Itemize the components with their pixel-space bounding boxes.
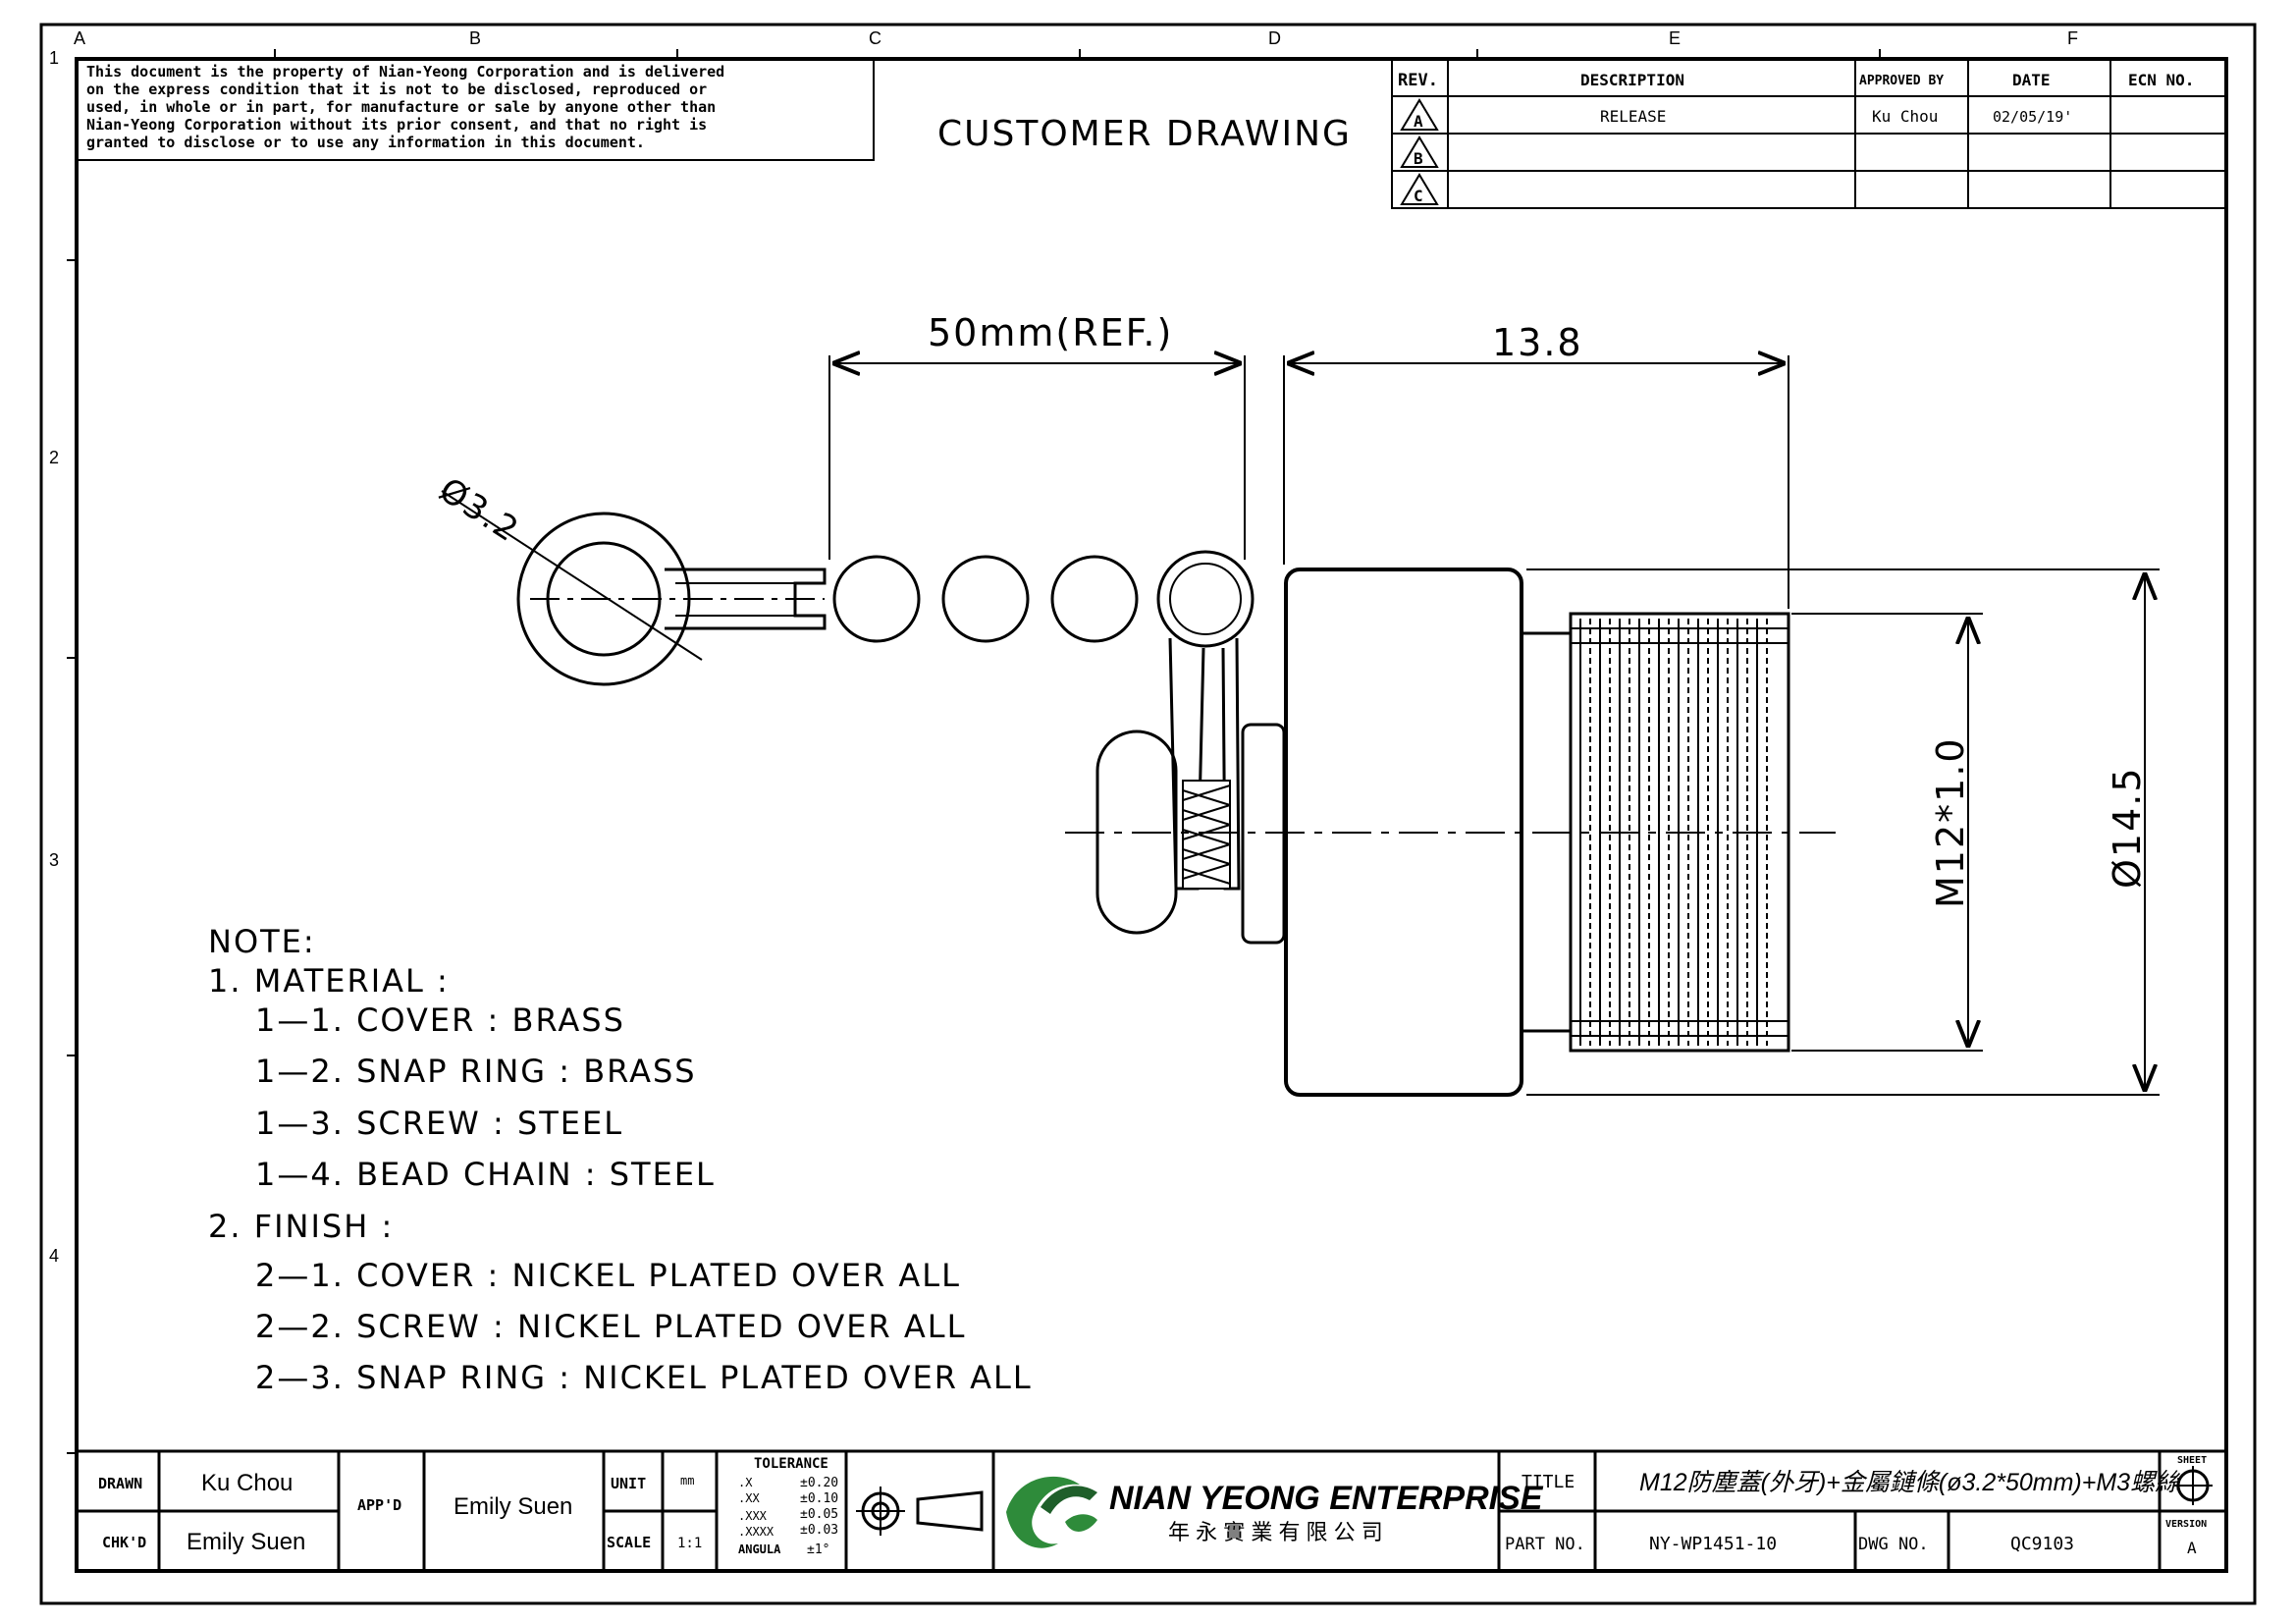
svg-text:±0.20: ±0.20 [800,1476,838,1490]
note-item: 1—2. SNAP RING : BRASS [255,1053,697,1090]
note-item: 2—3. SNAP RING : NICKEL PLATED OVER ALL [255,1359,1033,1396]
outer-border [39,23,2257,1605]
zone-row-3: 3 [49,850,59,870]
part-no-value: NY-WP1451-10 [1649,1534,1777,1554]
note-item: 1—3. SCREW : STEEL [255,1105,623,1142]
appd-value: Emily Suen [454,1493,572,1520]
svg-text:TOLERANCE: TOLERANCE [754,1456,828,1472]
svg-text:C: C [1414,187,1423,205]
note-item: 1—1. COVER : BRASS [255,1001,625,1039]
sheet-symbol-icon [2173,1466,2213,1505]
svg-text:A: A [1414,112,1423,131]
revision-table [1391,58,2227,209]
chkd-value: Emily Suen [187,1529,305,1555]
outer-diameter-label: Ø14.5 [2106,766,2149,889]
chain-clasp-outer [1156,550,1255,648]
date-header: DATE [2012,71,2051,89]
svg-text:ANGULA: ANGULA [738,1542,781,1556]
drawing-title: CUSTOMER DRAWING [937,114,1352,154]
rev-a-description: RELEASE [1600,107,1666,126]
company-name: NIAN YEONG ENTERPRISE [1109,1480,1544,1517]
dwg-no-value: QC9103 [2010,1534,2074,1554]
zone-row-4: 4 [49,1246,59,1266]
svg-text:.XXX: .XXX [738,1509,768,1523]
svg-text:±0.10: ±0.10 [800,1491,838,1506]
svg-text:±0.03: ±0.03 [800,1523,838,1538]
version-label: VERSION [2165,1519,2207,1530]
approved-by-header: APPROVED BY [1859,74,1944,88]
chain-bead-2 [941,555,1030,643]
rev-a-approved: Ku Chou [1872,107,1938,126]
zone-ticks [67,49,1881,1454]
svg-text:This document is the property: This document is the property of Nian-Ye… [86,63,724,81]
version-value: A [2187,1539,2197,1557]
svg-text:.X: .X [738,1476,753,1489]
ecn-header: ECN NO. [2128,71,2194,89]
notes-block: NOTE: 1. MATERIAL : 1—1. COVER : BRASS 1… [208,923,1033,1396]
appd-label: APP'D [357,1496,401,1514]
zone-col-c: C [869,28,881,48]
rev-a-date: 02/05/19' [1993,108,2072,126]
title-label: TITLE [1522,1472,1575,1492]
svg-text:B: B [1414,149,1423,168]
title-block [77,1449,2226,1571]
chain-clasp-inner [1169,563,1242,635]
svg-text:granted to disclose or to use: granted to disclose or to use any inform… [86,134,645,151]
unit-label: UNIT [611,1475,646,1492]
chain-length-label: 50mm(REF.) [928,311,1173,354]
dwg-no-label: DWG NO. [1858,1535,1929,1554]
zone-col-e: E [1669,28,1681,48]
svg-text:on the express condition tha: on the express condition that it is not … [86,81,707,98]
rev-b-triangle: B [1400,135,1439,168]
disclaimer-text: This document is the property of Nian-Ye… [86,63,724,151]
drawn-value: Ku Chou [201,1470,293,1496]
disclaimer-box [76,58,875,161]
zone-col-b: B [469,28,481,48]
ring-diameter-label: Ø3.2 [432,470,526,551]
svg-text:used, in whole or in part, for: used, in whole or in part, for manufactu… [86,98,716,116]
part-no-label: PART NO. [1505,1535,1585,1554]
scale-label: SCALE [607,1534,651,1551]
svg-text:Nian-Yeong Corporation without: Nian-Yeong Corporation without its prior… [86,116,707,134]
note-item: 1—4. BEAD CHAIN : STEEL [255,1156,716,1193]
zone-col-d: D [1268,28,1281,48]
part-drawing: Ø3.2 [432,311,2160,1097]
inner-border [75,57,2228,1573]
chain-bead-3 [1050,555,1139,643]
zone-col-a: A [74,28,85,48]
svg-text:.XXXX: .XXXX [738,1525,774,1539]
title-value: M12防塵蓋(外牙)+金屬鏈條(ø3.2*50mm)+M3螺絲 [1639,1469,2180,1496]
drawn-label: DRAWN [98,1475,142,1492]
notes-header: NOTE: [208,923,316,960]
zone-row-2: 2 [49,448,59,467]
zone-row-1: 1 [49,48,59,68]
svg-text:.XX: .XX [738,1491,760,1505]
chain-bead-1 [832,555,921,643]
description-header: DESCRIPTION [1580,71,1684,89]
thread-label: M12*1.0 [1929,736,1972,908]
sheet-label: SHEET [2177,1455,2207,1466]
rev-c-triangle: C [1400,173,1439,205]
screw-thread [1182,780,1231,890]
note-item: 2—2. SCREW : NICKEL PLATED OVER ALL [255,1308,966,1345]
note-item: 1. MATERIAL : [208,962,450,1000]
company-logo-icon [1006,1476,1097,1548]
note-item: 2. FINISH : [208,1208,394,1245]
note-item: 2—1. COVER : NICKEL PLATED OVER ALL [255,1257,961,1294]
tolerance-block: TOLERANCE .X ±0.20 .XX ±0.10 .XXX ±0.05 … [738,1456,838,1557]
svg-text:±1°: ±1° [807,1542,829,1557]
chkd-label: CHK'D [102,1534,146,1551]
projection-symbol-icon [856,1487,984,1536]
body-length-label: 13.8 [1492,321,1583,364]
rev-a-triangle: A [1400,98,1439,131]
scale-value: 1:1 [677,1536,702,1551]
rev-header: REV. [1398,71,1438,90]
unit-value: mm [680,1474,694,1488]
company-name-cn: 年 永 實 業 有 限 公 司 [1168,1520,1383,1544]
ring-diameter-leader [441,490,703,661]
svg-text:±0.05: ±0.05 [800,1507,838,1522]
zone-col-f: F [2067,28,2078,48]
